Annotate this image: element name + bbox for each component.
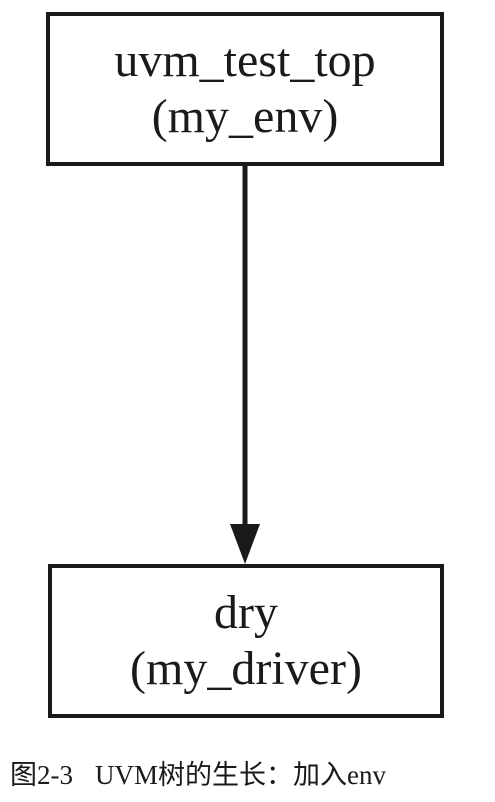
node-name-label: dry xyxy=(214,586,278,639)
node-type-label: (my_env) xyxy=(151,90,339,143)
figure-number: 图2-3 xyxy=(10,760,73,790)
tree-node-uvm-test-top: uvm_test_top (my_env) xyxy=(46,12,444,166)
figure-caption-text: UVM树的生长：加入env xyxy=(95,760,386,790)
figure-caption: 图2-3 UVM树的生长：加入env xyxy=(10,757,490,793)
tree-node-dry: dry (my_driver) xyxy=(48,564,444,718)
node-name-label: uvm_test_top xyxy=(114,34,376,87)
arrowhead-icon xyxy=(230,524,260,564)
node-type-label: (my_driver) xyxy=(130,642,362,695)
